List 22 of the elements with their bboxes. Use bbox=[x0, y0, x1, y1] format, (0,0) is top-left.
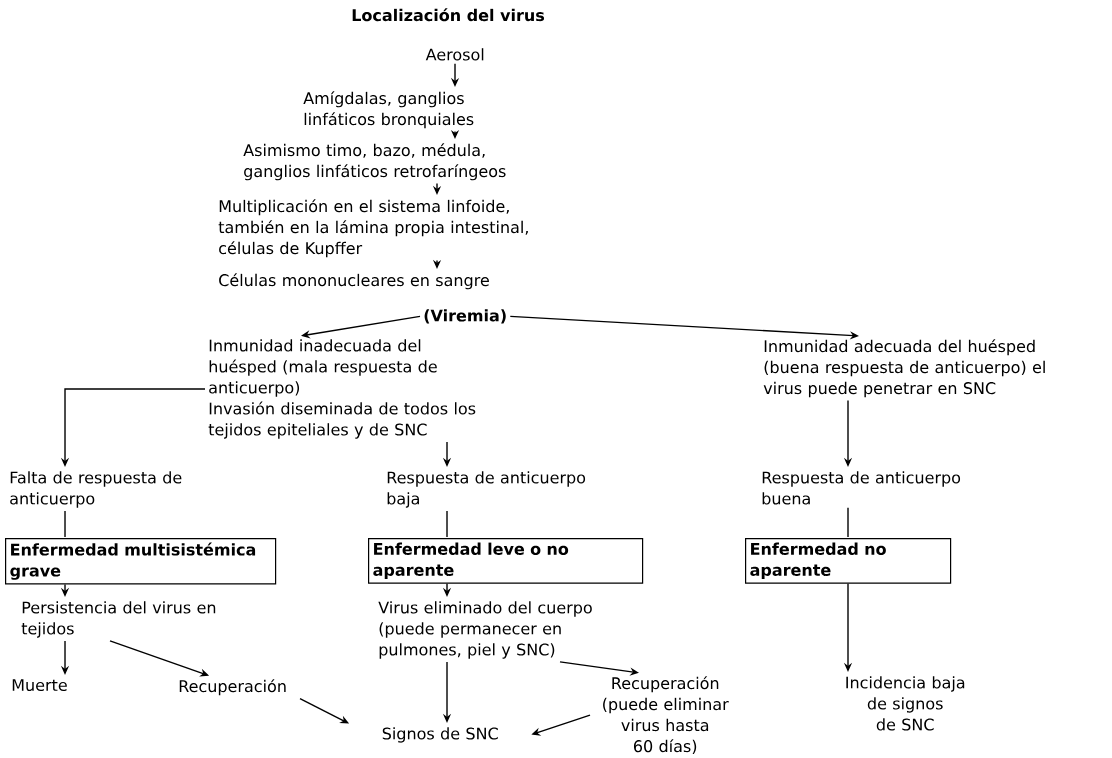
flow-text: Virus eliminado del cuerpo (puede permanecer en pulmones, piel y SNC) bbox=[378, 601, 592, 659]
outcome-box: Enfermedad multisistémica grave bbox=[5, 538, 277, 585]
flow-text: Falta de respuesta de anticuerpo bbox=[10, 471, 182, 508]
flow-text: Amígdalas, ganglios linfáticos bronquiales bbox=[303, 91, 474, 129]
flow-text: Muerte bbox=[12, 679, 67, 692]
diagram-title: Localización del virus bbox=[352, 8, 545, 22]
flow-text: Inmunidad adecuada del huésped (buena respuesta de anticuerpo) el virus puede penetrar en SNC bbox=[763, 339, 1045, 398]
flow-text: Células mononucleares en sangre bbox=[219, 273, 489, 290]
flow-text: Aerosol bbox=[425, 48, 484, 61]
flow-text: Recuperación (puede eliminar virus hasta 60 días) bbox=[603, 676, 729, 755]
flow-text: Recuperación bbox=[179, 679, 286, 696]
flow-text: Respuesta de anticuerpo baja bbox=[387, 471, 586, 508]
flow-text: Multiplicación en el sistema linfoide, también en la lámina propia intestinal, células de Kupffer bbox=[218, 199, 528, 258]
flow-text: Asimismo timo, bazo, médula, ganglios linfáticos retrofaríngeos bbox=[243, 143, 506, 181]
flow-text: Persistencia del virus en tejidos bbox=[21, 601, 216, 638]
flow-text: Signos de SNC bbox=[382, 727, 498, 743]
flow-text: Incidencia baja de signos de SNC bbox=[846, 676, 965, 731]
flow-text: Inmunidad inadecuada del huésped (mala respuesta de anticuerpo) Invasión diseminada de todos los tejidos epiteliales y de SNC bbox=[208, 339, 476, 439]
phase-label: (Viremia) bbox=[424, 309, 506, 324]
flow-text: Respuesta de anticuerpo buena bbox=[762, 471, 961, 505]
outcome-box: Enfermedad no aparente bbox=[745, 538, 952, 584]
outcome-box: Enfermedad leve o no aparente bbox=[368, 538, 644, 584]
